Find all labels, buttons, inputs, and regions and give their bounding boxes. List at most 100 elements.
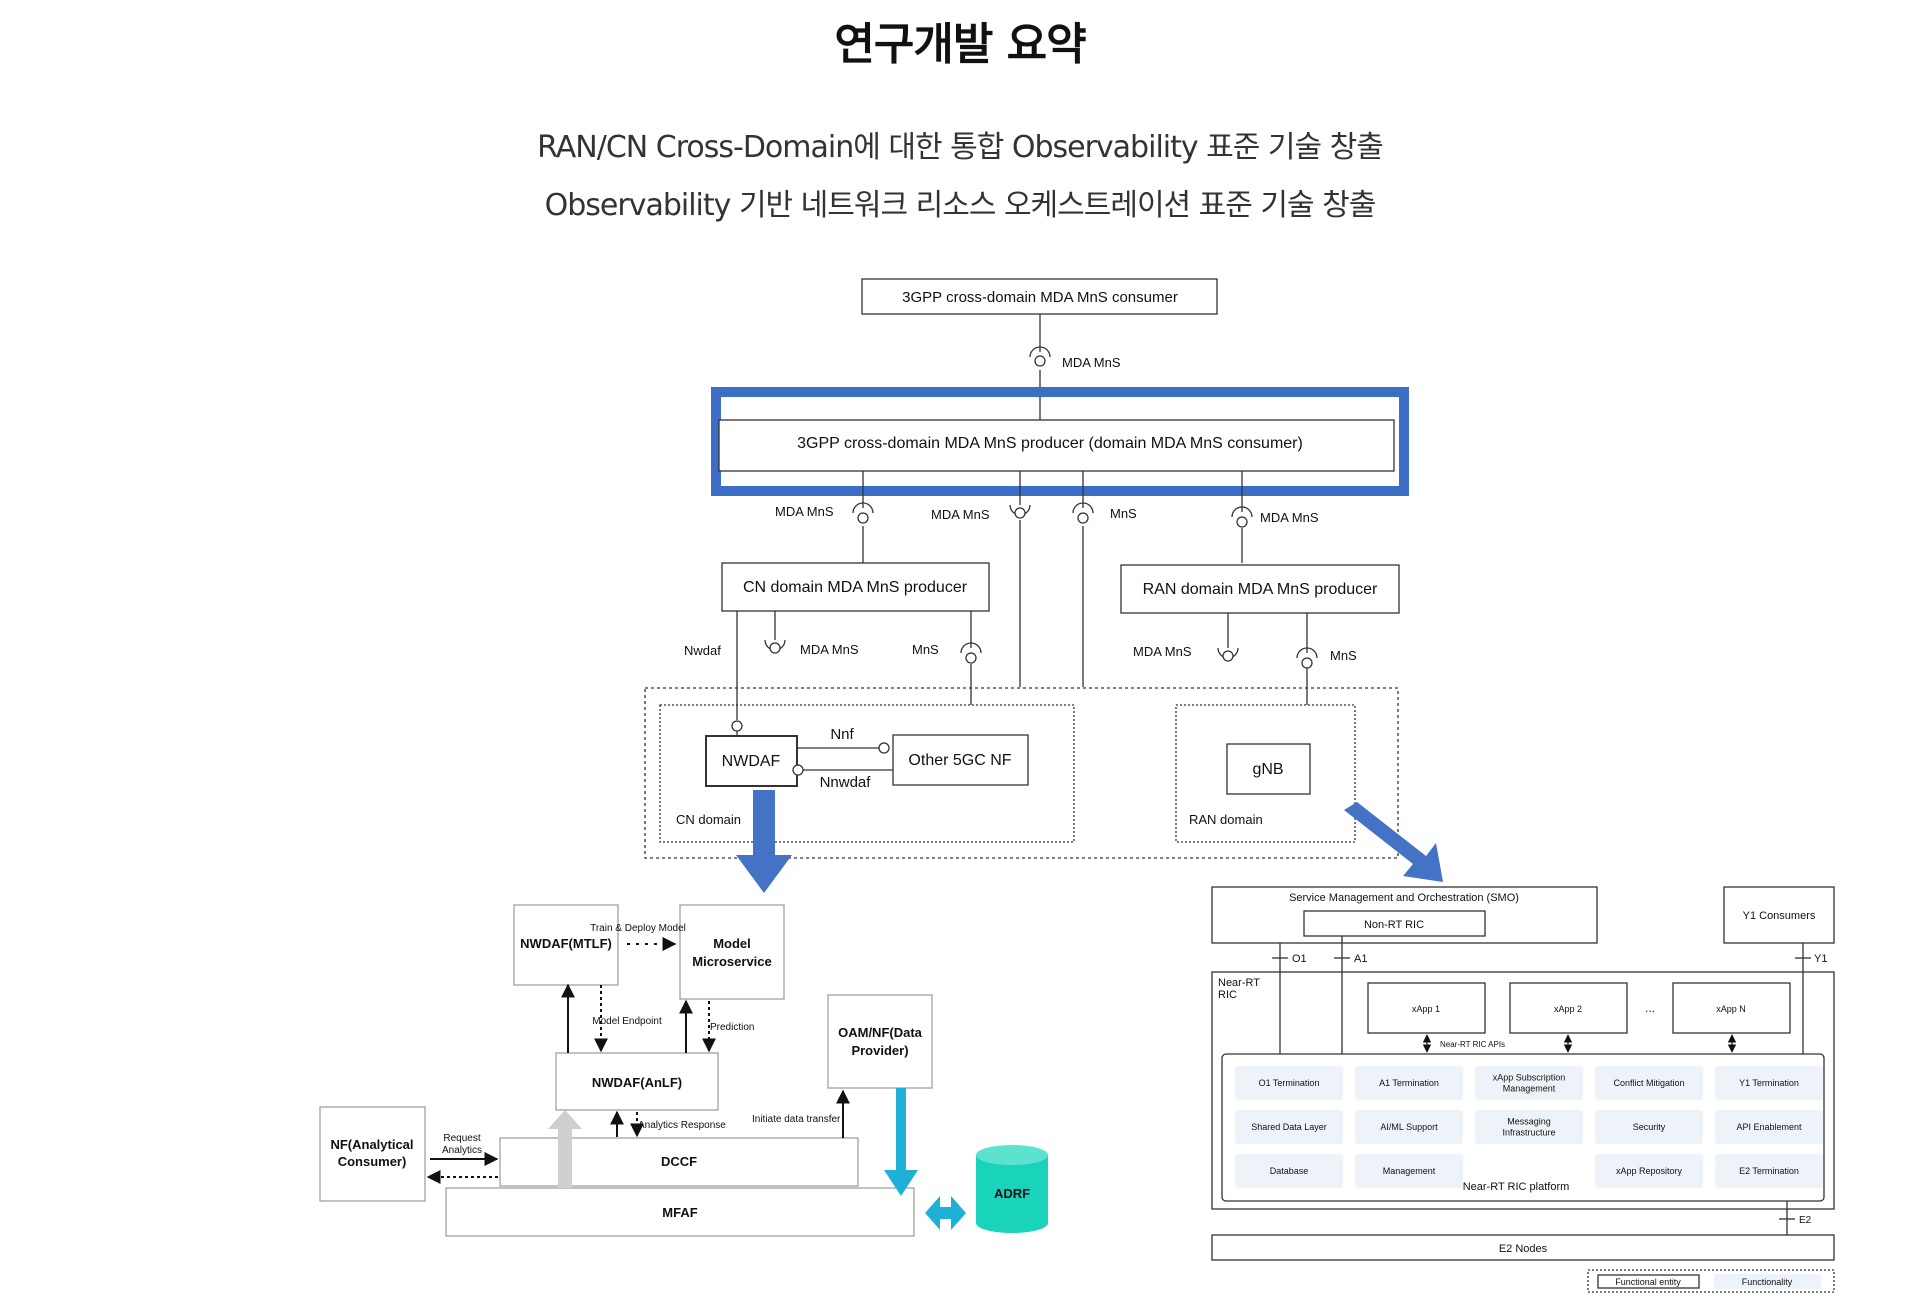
cn-producer-box: [721, 562, 990, 612]
oam-box: [827, 994, 933, 1089]
model-ms-label-1: Model: [713, 936, 751, 951]
nwdaf-detail-arrows: [426, 937, 850, 1184]
e2-nodes-box: [1211, 1234, 1835, 1261]
smo-label: Service Management and Orchestration (SM…: [1289, 892, 1519, 904]
platform-cell-label: E2 Termination: [1739, 1166, 1799, 1176]
page-title: 연구개발 요약: [834, 19, 1086, 70]
platform-cell-label: Management: [1503, 1084, 1556, 1094]
platform-cell-label: xApp Repository: [1616, 1166, 1683, 1176]
nf-consumer-label-1: NF(Analytical: [330, 1137, 413, 1152]
platform-cell: [1475, 1066, 1583, 1100]
apis-label: Near-RT RIC APIs: [1440, 1040, 1505, 1049]
dccf-label: DCCF: [661, 1154, 697, 1169]
dotted-boundary: [644, 687, 1399, 859]
mda-mns-label-5: MDA MnS: [1133, 644, 1192, 659]
xapp1-box: [1367, 982, 1486, 1034]
subtitle-line-2: Observability 기반 네트워크 리소스 오케스트레이션 표준 기술 …: [544, 188, 1377, 223]
legend-entity-box: [1597, 1274, 1700, 1289]
legend-box: [1587, 1269, 1835, 1293]
cross-domain-consumer-box: [861, 278, 1218, 315]
nonrt-box: [1303, 910, 1486, 937]
nnwdaf-label: Nnwdaf: [820, 774, 872, 791]
mda-mns-label-4: MDA MnS: [800, 642, 859, 657]
anlf-label: NWDAF(AnLF): [592, 1075, 682, 1090]
model-ms-label-2: Microservice: [692, 954, 772, 969]
nwdaf-interface-label: Nwdaf: [684, 643, 721, 658]
platform-cell: [1355, 1154, 1463, 1188]
mda-section: [644, 278, 1409, 859]
platform-cell: [1595, 1066, 1703, 1100]
platform-cell-label: Shared Data Layer: [1251, 1122, 1327, 1132]
nwdaf-detail-section: [319, 904, 933, 1237]
a1-label: A1: [1354, 953, 1367, 965]
initiate-label: Initiate data transfer: [752, 1114, 841, 1125]
xapp2-label: xApp 2: [1554, 1004, 1582, 1014]
diagonal-arrow-icon: [1344, 802, 1443, 882]
platform-cell-label: API Enablement: [1736, 1122, 1802, 1132]
xapp1-label: xApp 1: [1412, 1004, 1440, 1014]
legend-functionality-label: Functionality: [1742, 1277, 1793, 1287]
e2-label: E2: [1799, 1215, 1812, 1226]
platform-cell: [1595, 1154, 1703, 1188]
cn-domain-label: CN domain: [676, 812, 741, 827]
platform-cell-label: Security: [1633, 1122, 1666, 1132]
mns-label-3: MnS: [1330, 648, 1357, 663]
nwdaf-label: NWDAF: [722, 753, 781, 770]
down-arrow-icon: [736, 790, 792, 893]
platform-cell: [1715, 1110, 1823, 1144]
platform-cell: [1235, 1110, 1343, 1144]
xapp-ellipsis: ...: [1645, 1001, 1655, 1015]
request-label-1: Request: [443, 1133, 480, 1144]
platform-cell-label: Management: [1383, 1166, 1436, 1176]
highlight-frame: [711, 387, 1409, 496]
cyan-down-arrow-icon: [884, 1088, 918, 1196]
y1-consumers-box: [1723, 886, 1835, 944]
model-microservice-box: [679, 904, 785, 1000]
mtlf-label: NWDAF(MTLF): [520, 936, 612, 951]
mda-mns-label-2: MDA MnS: [931, 507, 990, 522]
adrf-label: ADRF: [994, 1186, 1030, 1201]
xapp-api-arrows: [1422, 1034, 1737, 1053]
ran-domain-label: RAN domain: [1189, 812, 1263, 827]
model-endpoint-label: Model Endpoint: [592, 1016, 662, 1027]
mfaf-label: MFAF: [662, 1205, 697, 1220]
platform-cell-label: Conflict Mitigation: [1613, 1078, 1684, 1088]
cross-domain-producer-label: 3GPP cross-domain MDA MnS producer (doma…: [797, 435, 1303, 452]
xapp2-box: [1509, 982, 1628, 1034]
mns-label-1: MnS: [1110, 506, 1137, 521]
platform-cell: [1715, 1066, 1823, 1100]
platform-label: Near-RT RIC platform: [1463, 1181, 1570, 1193]
platform-cell: [1355, 1110, 1463, 1144]
double-arrow-icon: [925, 1196, 966, 1230]
nf-consumer-label-2: Consumer): [338, 1154, 407, 1169]
oam-label-1: OAM/NF(Data: [838, 1025, 923, 1040]
y1-label: Y1: [1814, 953, 1827, 965]
mns-label-2: MnS: [912, 642, 939, 657]
subtitle-line-1: RAN/CN Cross-Domain에 대한 통합 Observability…: [537, 130, 1384, 165]
xappn-label: xApp N: [1716, 1004, 1746, 1014]
y1-consumers-label: Y1 Consumers: [1743, 910, 1816, 922]
ran-producer-box: [1120, 564, 1400, 614]
cn-producer-label: CN domain MDA MnS producer: [743, 579, 968, 596]
other-nf-box: [892, 734, 1029, 786]
cn-domain-box: [659, 704, 1075, 843]
platform-cell: [1475, 1110, 1583, 1144]
mtlf-box: [513, 904, 619, 986]
mda-mns-label-3: MDA MnS: [1260, 510, 1319, 525]
legend-entity-label: Functional entity: [1615, 1277, 1681, 1287]
request-label-2: Analytics: [442, 1145, 482, 1156]
legend-functionality-box: [1714, 1274, 1821, 1289]
platform-cell: [1235, 1154, 1343, 1188]
gnb-label: gNB: [1252, 761, 1283, 778]
ran-producer-label: RAN domain MDA MnS producer: [1143, 581, 1378, 598]
platform-cell-label: AI/ML Support: [1380, 1122, 1438, 1132]
train-deploy-label: Train & Deploy Model: [590, 923, 686, 934]
platform-cell-label: Messaging: [1507, 1117, 1551, 1127]
platform-cell-label: Database: [1270, 1166, 1309, 1176]
other-nf-label: Other 5GC NF: [908, 752, 1011, 769]
nwdaf-box: [705, 735, 798, 787]
platform-cell-label: Infrastructure: [1502, 1128, 1555, 1138]
oam-label-2: Provider): [851, 1043, 908, 1058]
mfaf-box: [445, 1187, 915, 1237]
o1-label: O1: [1292, 953, 1307, 965]
